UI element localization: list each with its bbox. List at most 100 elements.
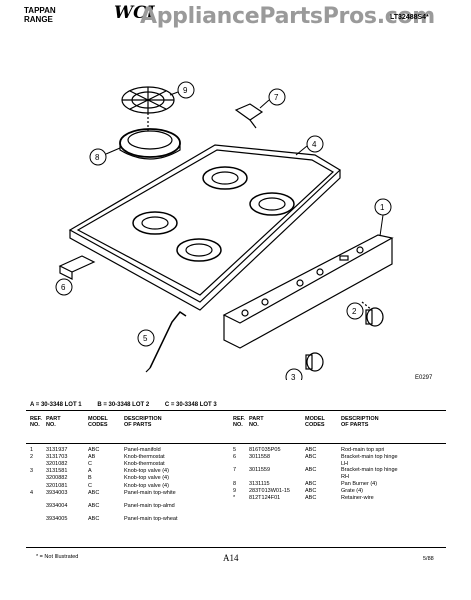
callout-label-6: 6	[61, 283, 66, 292]
manifold-panel	[222, 234, 394, 349]
cell-ref: 7	[233, 467, 237, 474]
callout-6: 6	[55, 278, 73, 296]
callout-9: 9	[177, 81, 195, 99]
cell-codes: ABC	[88, 502, 100, 509]
cell-codes: ABC	[305, 487, 317, 494]
cell-codes: B	[88, 475, 92, 482]
page-number: A14	[223, 553, 239, 563]
cell-part: 3201081	[46, 482, 68, 489]
cell-codes: C	[88, 482, 92, 489]
cell-part: 283T013W01-15	[249, 487, 290, 494]
cell-codes: ABC	[305, 454, 317, 461]
callout-label-3: 3	[291, 373, 296, 380]
callout-2: 2	[346, 302, 364, 320]
cell-ref: 6	[233, 454, 237, 461]
cell-codes: ABC	[88, 447, 100, 453]
callout-3: 3	[285, 368, 303, 380]
cell-part: 3131937	[46, 447, 68, 453]
cell-codes: ABC	[88, 516, 100, 522]
cell-part: 3201082	[46, 461, 68, 468]
cell-part: 816T035P05	[249, 447, 281, 453]
callout-label-2: 2	[352, 307, 357, 316]
cell-codes: ABC	[305, 494, 317, 501]
hinge-bracket-rh	[234, 103, 264, 129]
brand-line-1: TAPPAN	[24, 6, 56, 15]
cell-desc: Pan Burner (4)	[341, 480, 378, 487]
cell-desc: Retainer-wire	[341, 494, 374, 501]
cell-codes: ABC	[88, 489, 100, 496]
header-desc: DESCRIPTION OF PARTS	[124, 416, 162, 428]
divider	[26, 410, 446, 411]
cell-part: 812T124F01	[249, 494, 281, 501]
cell-codes: ABC	[305, 467, 317, 474]
callout-label-8: 8	[95, 153, 100, 162]
header-part: PART NO.	[46, 416, 61, 428]
callout-7: 7	[268, 88, 286, 106]
grate	[121, 86, 175, 114]
lot-legend: A = 30-3348 LOT 1 B = 30-3348 LOT 2 C = …	[30, 402, 231, 408]
callouts: 1 2 3 4 5 6 7 8 9	[55, 81, 392, 380]
cell-part: 3011558	[249, 454, 271, 461]
cell-desc: Panel-main top-almd	[124, 502, 175, 509]
header-part: PART NO.	[249, 416, 264, 428]
top-valve-knob	[305, 352, 324, 372]
cell-part: 3934005	[46, 516, 68, 522]
lot-c: C = 30-3348 LOT 3	[164, 402, 217, 408]
cell-desc: Grate (4)	[341, 487, 364, 494]
header-desc: DESCRIPTION OF PARTS	[341, 416, 379, 428]
cell-part: 3131703	[46, 454, 68, 461]
cell-ref: 3	[30, 468, 34, 475]
cell-ref: 8	[233, 480, 237, 487]
brand-line-2: RANGE	[24, 15, 53, 24]
callout-label-5: 5	[143, 334, 148, 343]
cell-ref: 9	[233, 487, 237, 494]
cell-desc: Knob-thermostat	[124, 454, 165, 461]
thermostat-knob	[365, 307, 384, 327]
revision-date: 5/88	[423, 556, 434, 562]
wci-logo: WCI	[114, 3, 155, 23]
cell-codes: C	[88, 461, 92, 468]
header-codes: MODEL CODES	[305, 416, 325, 428]
not-illustrated-note: * = Not Illustrated	[36, 554, 79, 560]
cell-part: 3131115	[249, 480, 270, 487]
cell-desc: Panel-main top-white	[124, 489, 176, 496]
main-top-panel	[68, 144, 341, 311]
figure-number: E0297	[415, 375, 433, 381]
callout-8: 8	[89, 148, 107, 166]
cell-desc: Rod-main top spri	[341, 447, 385, 453]
cell-codes: A	[88, 468, 92, 475]
callout-label-4: 4	[312, 140, 317, 149]
header-ref: REF. NO.	[233, 416, 245, 428]
lot-b: B = 30-3348 LOT 2	[97, 402, 150, 408]
lot-a: A = 30-3348 LOT 1	[30, 402, 82, 408]
header-ref: REF. NO.	[30, 416, 42, 428]
cell-desc: Knob-thermostat	[124, 461, 165, 468]
model-number: LT32488S4*	[390, 14, 429, 21]
cell-codes: ABC	[305, 480, 317, 487]
cell-codes: ABC	[305, 447, 317, 453]
cell-part: 3934004	[46, 502, 68, 509]
cell-part: 3011559	[249, 467, 271, 474]
cell-desc: Panel-main top-wheat	[124, 516, 178, 522]
cell-ref: *	[233, 494, 236, 501]
header-divider	[26, 443, 446, 444]
cell-ref: 1	[30, 447, 34, 453]
burner-pan	[119, 128, 181, 160]
cell-part: 3131581	[46, 468, 68, 475]
brand-label: TAPPAN RANGE	[24, 6, 56, 24]
cell-ref: 5	[233, 447, 237, 453]
watermark: AppliancePartsPros.com	[140, 4, 435, 29]
cell-part: 3200882	[46, 475, 68, 482]
cell-ref: 2	[30, 454, 34, 461]
cell-desc: Knob-top valve (4)	[124, 468, 169, 475]
exploded-diagram: 1 2 3 4 5 6 7 8 9	[55, 81, 394, 380]
callout-1: 1	[374, 198, 392, 216]
main-top-rod	[145, 310, 187, 373]
callout-label-7: 7	[274, 93, 279, 102]
cell-desc: Bracket-main top hinge LH	[341, 454, 398, 468]
hinge-bracket-lh	[58, 255, 96, 280]
callout-5: 5	[137, 329, 155, 347]
cell-desc: Bracket-main top hinge RH	[341, 467, 398, 481]
callout-label-9: 9	[183, 86, 188, 95]
